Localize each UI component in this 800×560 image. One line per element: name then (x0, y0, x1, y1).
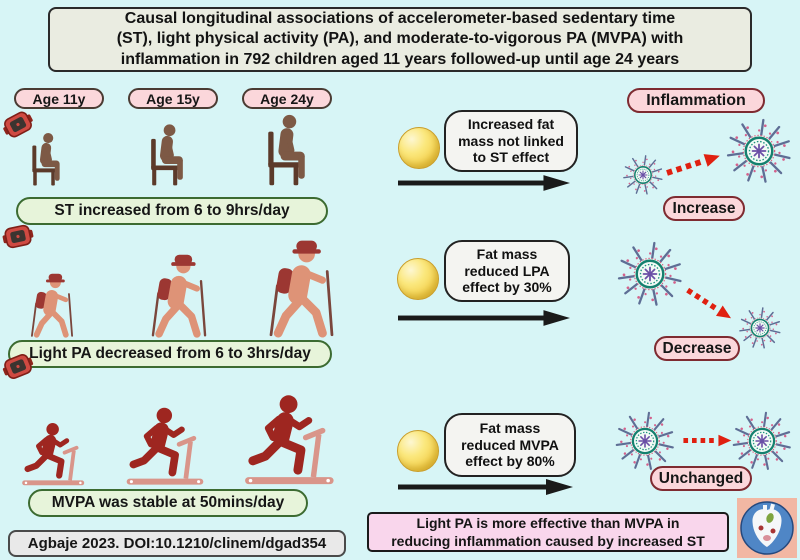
st-mediator-note: Increased fat mass not linked to ST effe… (444, 110, 578, 172)
fat-mass-ball-icon (397, 258, 439, 300)
lpa-mediator-note: Fat mass reduced LPA effect by 30% (444, 240, 570, 302)
title-line: inflammation in 792 children aged 11 yea… (120, 50, 680, 68)
research-group-logo (737, 498, 797, 558)
title-line: (ST), light physical activity (PA), and … (116, 30, 684, 48)
lpa-effect-arrow (398, 310, 570, 326)
title-box: Causal longitudinal associations of acce… (48, 7, 752, 72)
age-24-label: Age 24y (242, 88, 332, 109)
inflammation-virus-icon-small (738, 306, 782, 350)
sitting-person-icon-age11 (32, 132, 60, 186)
citation: Agbaje 2023. DOI:10.1210/clinem/dgad354 (8, 530, 346, 557)
st-outcome-label: Increase (663, 196, 745, 221)
sitting-person-icon-age24 (268, 114, 305, 186)
inflammation-virus-icon-right (731, 410, 793, 472)
treadmill-runner-icon-age15 (124, 404, 208, 488)
mvpa-mediator-note: Fat mass reduced MVPA effect by 80% (444, 413, 576, 477)
age-15-label: Age 15y (128, 88, 218, 109)
decrease-arrow-icon (682, 283, 736, 326)
treadmill-runner-icon-age24 (242, 391, 339, 488)
conclusion-line: reducing inflammation caused by increase… (391, 533, 705, 549)
mvpa-outcome-label: Unchanged (650, 466, 752, 491)
inflammation-label: Inflammation (627, 88, 765, 113)
hiker-icon-age15 (140, 250, 218, 338)
inflammation-virus-icon-small (622, 154, 664, 196)
st-activity-label: ST increased from 6 to 9hrs/day (16, 197, 328, 225)
mvpa-activity-label: MVPA was stable at 50mins/day (28, 489, 308, 517)
hiker-icon-age24 (256, 235, 347, 338)
age-11-label: Age 11y (14, 88, 104, 109)
inflammation-virus-icon-large (725, 117, 793, 185)
inflammation-virus-icon-large (616, 240, 684, 308)
lpa-activity-label: Light PA decreased from 6 to 3hrs/day (8, 340, 332, 368)
accelerometer-icon (0, 223, 36, 250)
st-effect-arrow (398, 175, 570, 191)
lpa-outcome-label: Decrease (654, 336, 740, 361)
conclusion-box: Light PA is more effective than MVPA in … (367, 512, 729, 552)
sitting-person-icon-age15 (151, 124, 183, 186)
hiker-icon-age11 (22, 270, 82, 338)
treadmill-runner-icon-age11 (20, 420, 88, 488)
fat-mass-ball-icon (397, 430, 439, 472)
title-line: Causal longitudinal associations of acce… (124, 10, 676, 28)
unchanged-arrow-icon (682, 433, 732, 448)
increase-arrow-icon (663, 147, 723, 181)
conclusion-line: Light PA is more effective than MVPA in (416, 514, 680, 531)
mvpa-effect-arrow (398, 479, 573, 495)
fat-mass-ball-icon (398, 127, 440, 169)
inflammation-virus-icon-left (614, 410, 676, 472)
